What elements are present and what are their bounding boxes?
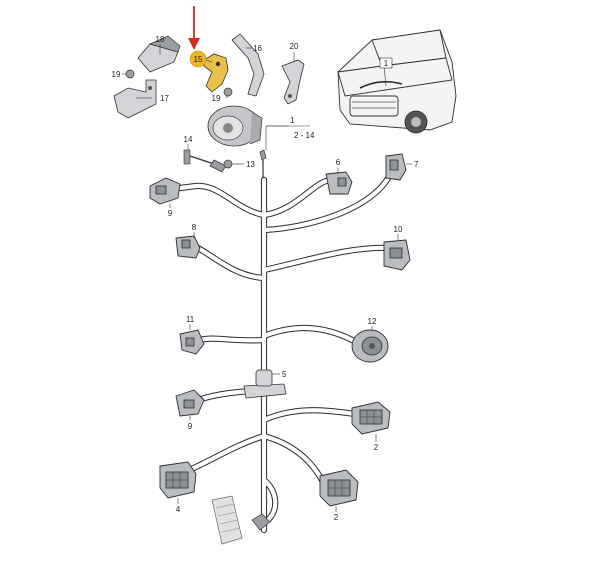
svg-text:17: 17 <box>160 94 169 103</box>
svg-text:1: 1 <box>384 59 389 68</box>
connector-9-top <box>149 177 181 205</box>
callout-12: 12 <box>368 317 377 326</box>
svg-text:12: 12 <box>368 317 377 326</box>
connector-10 <box>383 239 411 271</box>
connector-12-round <box>351 329 389 363</box>
bracket-part-18 <box>137 35 181 73</box>
cable-tie-strip <box>211 495 243 545</box>
wiring-harness <box>176 166 396 534</box>
svg-text:15: 15 <box>194 55 203 64</box>
alternator <box>207 105 263 147</box>
svg-text:13: 13 <box>246 160 255 169</box>
connector-9-bottom <box>175 389 205 417</box>
connector-7 <box>385 153 407 181</box>
bracket-part-17 <box>113 79 157 119</box>
grommet-5 <box>243 369 287 399</box>
bracket-part-20 <box>281 59 305 105</box>
svg-text:6: 6 <box>336 158 341 167</box>
bracket-part-15-highlighted <box>203 53 229 93</box>
callout-20: 20 <box>290 42 299 51</box>
callout-13: 13 <box>246 160 255 169</box>
nut-19-center <box>223 87 233 97</box>
svg-text:8: 8 <box>192 223 197 232</box>
ground-lead <box>259 149 267 180</box>
callout-2-lower: 2 <box>334 513 339 522</box>
connector-8 <box>175 235 201 259</box>
connector-4 <box>159 461 197 499</box>
callout-10: 10 <box>394 225 403 234</box>
connector-2-upper <box>351 401 391 435</box>
callout-5: 5 <box>282 370 287 379</box>
svg-text:9: 9 <box>168 209 173 218</box>
svg-text:11: 11 <box>186 315 195 324</box>
callout-2-upper: 2 <box>374 443 379 452</box>
callout-4: 4 <box>176 505 181 514</box>
callout-9-bottom: 9 <box>188 422 193 431</box>
svg-text:7: 7 <box>414 160 419 169</box>
leader-lines <box>122 44 412 512</box>
svg-text:2 - 14: 2 - 14 <box>294 131 315 140</box>
callout-7: 7 <box>414 160 419 169</box>
callout-11: 11 <box>186 315 195 324</box>
nut-19-left <box>125 69 135 79</box>
callout-9-top: 9 <box>168 209 173 218</box>
callout-1-van: 1 <box>379 57 393 69</box>
svg-text:1: 1 <box>290 116 295 125</box>
connector-6 <box>325 171 353 195</box>
svg-text:2: 2 <box>334 513 339 522</box>
callout-19-left: 19 <box>112 70 121 79</box>
connector-2-lower <box>319 469 359 507</box>
svg-text:5: 5 <box>282 370 287 379</box>
svg-text:4: 4 <box>176 505 181 514</box>
callout-17: 17 <box>160 94 169 103</box>
red-arrow-indicator <box>188 6 200 50</box>
connector-11 <box>179 329 205 355</box>
callout-14: 14 <box>184 135 193 144</box>
callout-18: 18 <box>156 35 165 44</box>
svg-text:19: 19 <box>212 94 221 103</box>
callout-16: 16 <box>253 44 262 53</box>
svg-text:18: 18 <box>156 35 165 44</box>
bolt-part-14 <box>183 149 227 173</box>
vehicle-van-illustration <box>337 29 457 134</box>
bracket-part-16 <box>231 33 265 97</box>
svg-text:20: 20 <box>290 42 299 51</box>
svg-text:19: 19 <box>112 70 121 79</box>
callout-8: 8 <box>192 223 197 232</box>
callout-19-center: 19 <box>212 94 221 103</box>
callout-15-highlighted: 15 <box>189 50 207 68</box>
svg-text:14: 14 <box>184 135 193 144</box>
callout-1-group: 1 2 - 14 <box>290 116 315 140</box>
svg-text:2: 2 <box>374 443 379 452</box>
ring-terminal <box>251 513 271 531</box>
clip-part-13 <box>223 159 233 169</box>
svg-text:16: 16 <box>253 44 262 53</box>
svg-text:10: 10 <box>394 225 403 234</box>
svg-text:9: 9 <box>188 422 193 431</box>
callout-6: 6 <box>336 158 341 167</box>
